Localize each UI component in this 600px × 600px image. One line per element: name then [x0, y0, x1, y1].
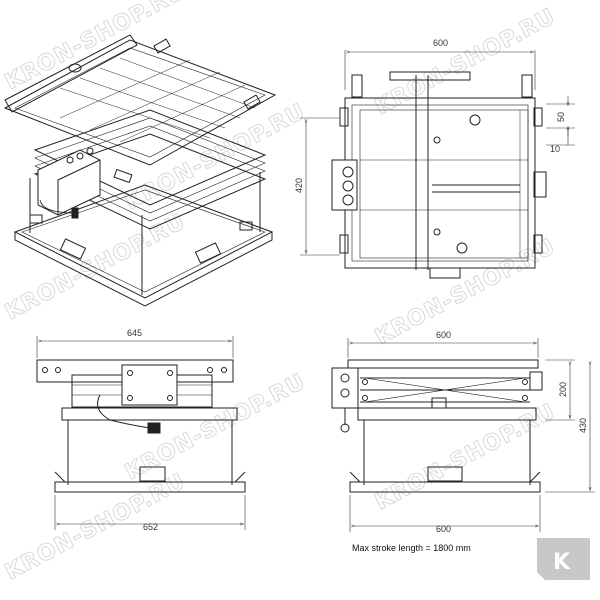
side-view [331, 359, 543, 493]
watermark-text: KRON-SHOP.RU [371, 4, 560, 120]
dim-top-width: 600 [433, 38, 448, 48]
dim-top-offset-b: 10 [550, 144, 560, 154]
front-view [36, 359, 246, 493]
top-view-dimensions [300, 50, 575, 256]
watermark-text: KRON-SHOP.RU [371, 399, 560, 515]
dim-side-top-width: 600 [436, 330, 451, 340]
watermark-text: KRON-SHOP.RU [121, 99, 310, 215]
max-stroke-note: Max stroke length = 1800 mm [352, 543, 471, 553]
dim-side-overall-height: 430 [578, 418, 588, 433]
watermark-layer: KRON-SHOP.RU KRON-SHOP.RU KRON-SHOP.RU K… [1, 0, 561, 586]
front-view-dimensions [36, 336, 246, 530]
dim-front-base-width: 652 [143, 522, 158, 532]
top-view [331, 71, 547, 279]
logo-letter: K [553, 550, 571, 575]
isometric-view [3, 34, 277, 307]
side-view-dimensions [347, 338, 595, 532]
dim-top-depth: 420 [294, 178, 304, 193]
watermark-text: KRON-SHOP.RU [1, 0, 190, 95]
dim-side-lift-height: 200 [558, 382, 568, 397]
dim-top-offset-a: 50 [556, 112, 566, 122]
dim-side-base-width: 600 [436, 524, 451, 534]
watermark-text: KRON-SHOP.RU [1, 469, 190, 585]
dim-front-overall-width: 645 [127, 328, 142, 338]
logo-badge-shape [537, 538, 590, 580]
brand-logo: K [537, 538, 590, 580]
